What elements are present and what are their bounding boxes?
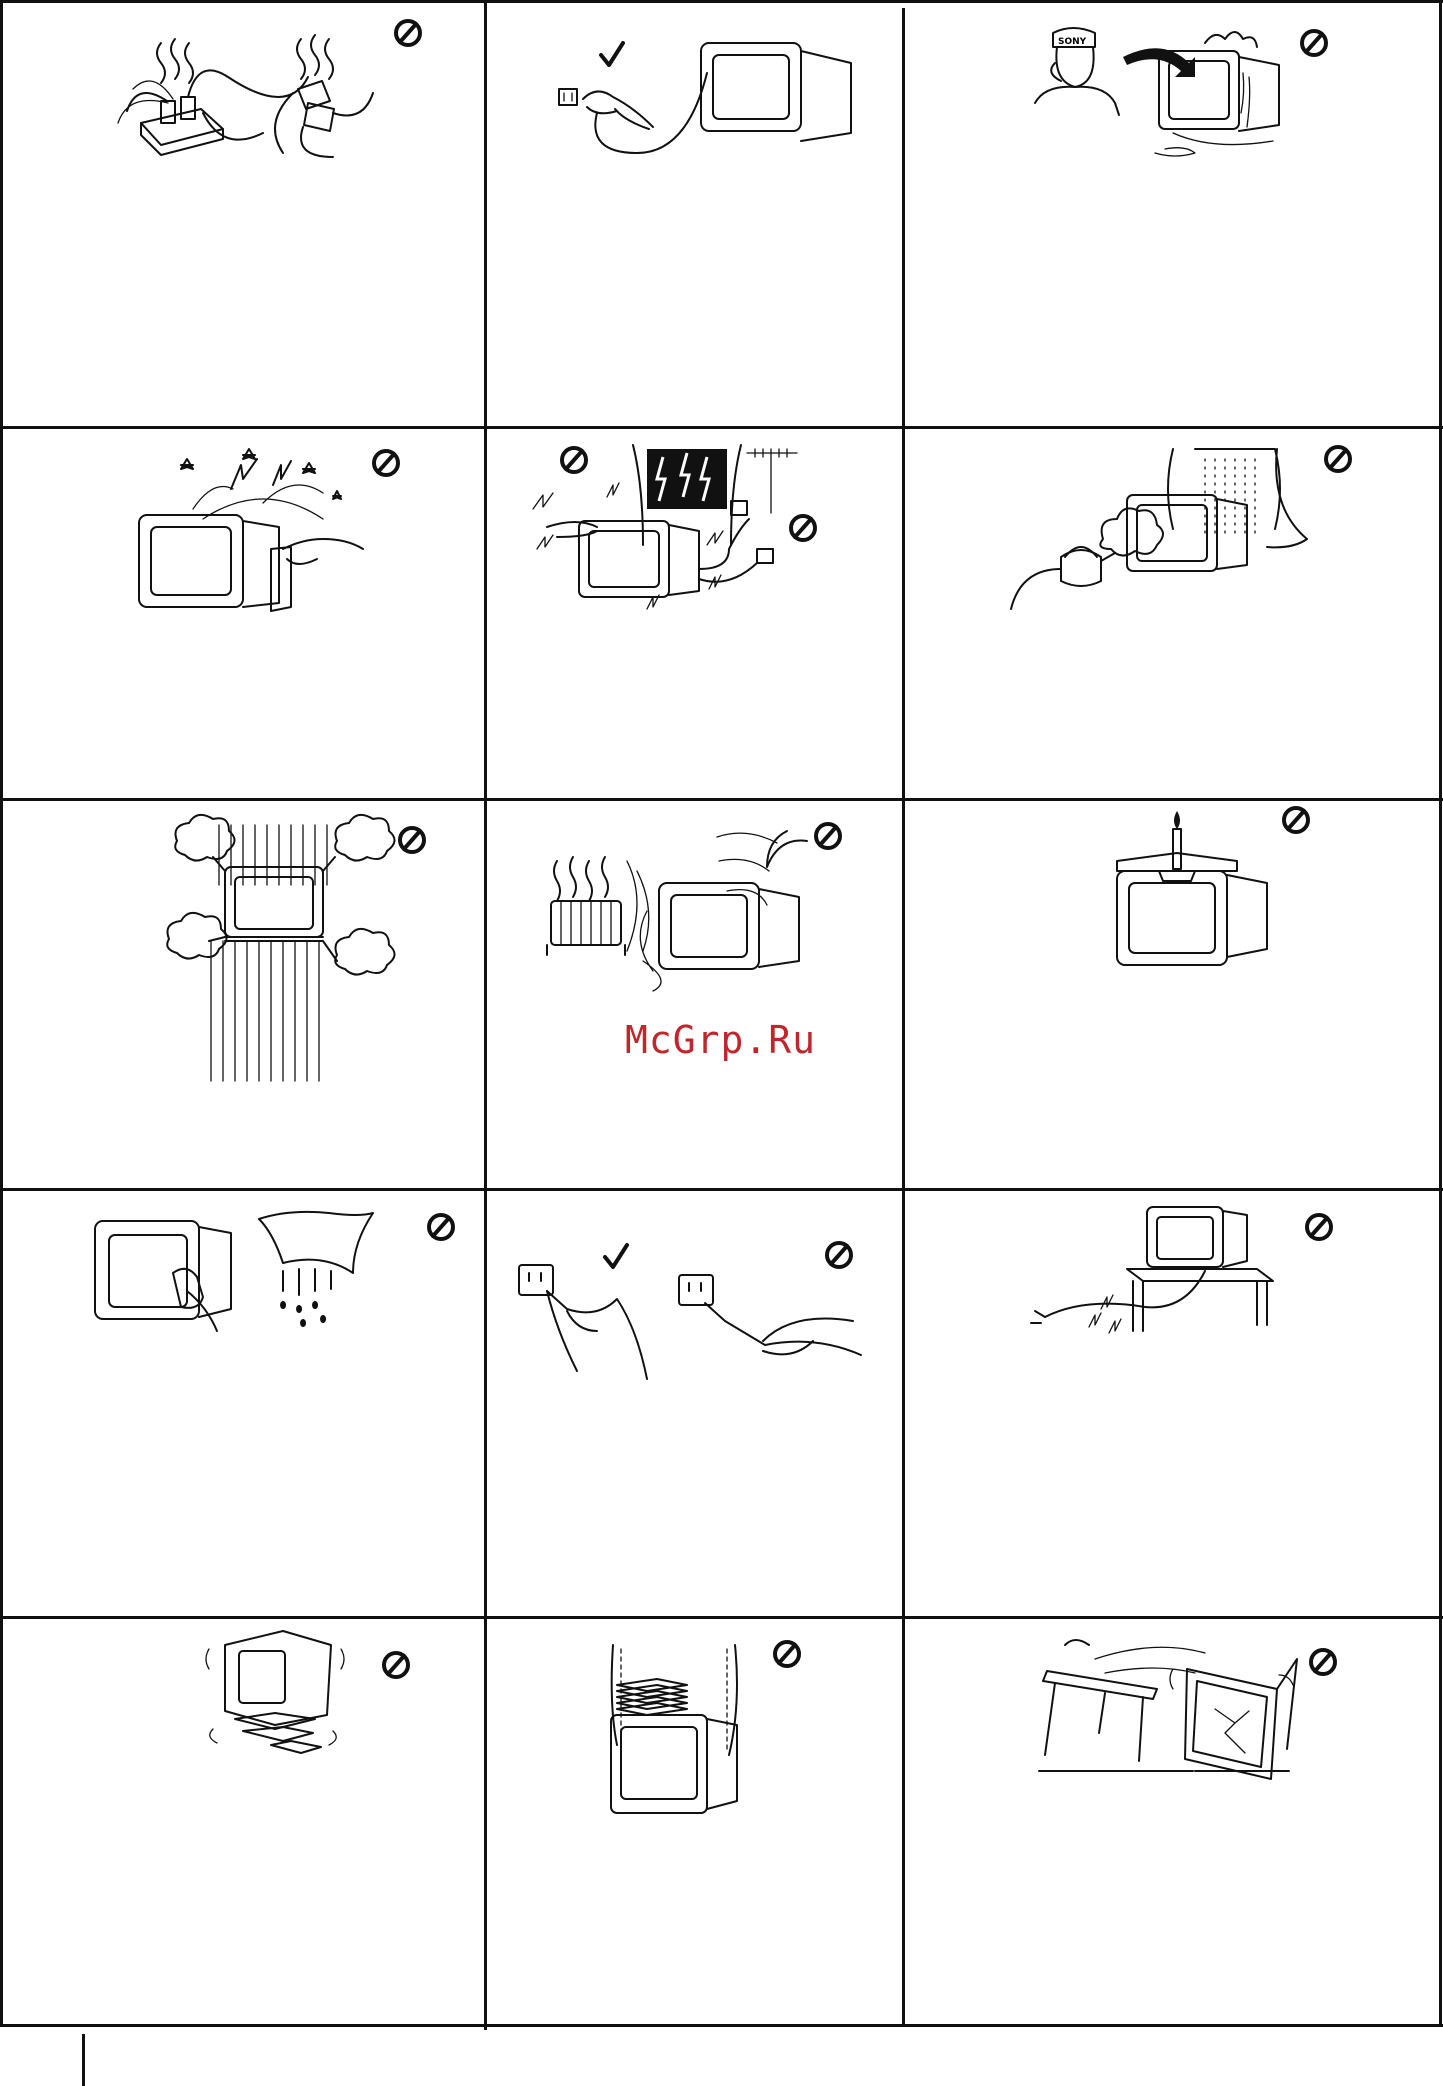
prohibition-icon <box>487 429 902 798</box>
prohibition-icon <box>3 801 484 1188</box>
illustration-tv-falling-from-table <box>905 1619 1439 2024</box>
illustration-wet-cloth-cleaning <box>3 1191 484 1616</box>
check-mark-icon <box>601 43 623 65</box>
prohibition-icon <box>905 3 1439 426</box>
illustration-blocked-ventilation <box>3 801 484 1188</box>
illustration-humidity-and-steam <box>905 429 1439 798</box>
prohibition-icon <box>3 3 484 426</box>
illustration-call-service-technician: SONY <box>905 3 1439 426</box>
prohibition-icon <box>905 1191 1439 1616</box>
prohibition-icon <box>3 429 484 798</box>
illustration-unstable-surface <box>3 1619 484 2024</box>
prohibition-icon <box>487 1619 902 2024</box>
illustration-damaged-power-cord <box>905 1191 1439 1616</box>
prohibition-icon <box>905 801 1439 1188</box>
prohibition-icon <box>905 1619 1439 2024</box>
prohibition-icon <box>3 1191 484 1616</box>
illustration-lightning-storm <box>487 429 902 798</box>
safety-illustration-grid: SONY <box>0 0 1443 2030</box>
illustration-pull-by-plug-not-cord <box>487 1191 902 1616</box>
grid-line <box>1439 0 1442 2027</box>
prohibition-icon <box>487 1191 902 1616</box>
prohibition-icon <box>3 1619 484 2024</box>
page-margin-mark <box>82 2034 85 2086</box>
grid-line <box>0 2024 1443 2027</box>
illustration-candle-on-top <box>905 801 1439 1188</box>
prohibition-icon <box>905 429 1439 798</box>
prohibition-icon <box>487 801 902 1188</box>
illustration-unplug-from-outlet <box>487 3 902 426</box>
illustration-do-not-open-cabinet <box>3 429 484 798</box>
watermark: McGrp.Ru <box>625 1018 816 1062</box>
illustration-heat-and-sunlight <box>487 801 902 1188</box>
illustration-objects-on-top <box>487 1619 902 2024</box>
illustration-overloaded-outlet <box>3 3 484 426</box>
